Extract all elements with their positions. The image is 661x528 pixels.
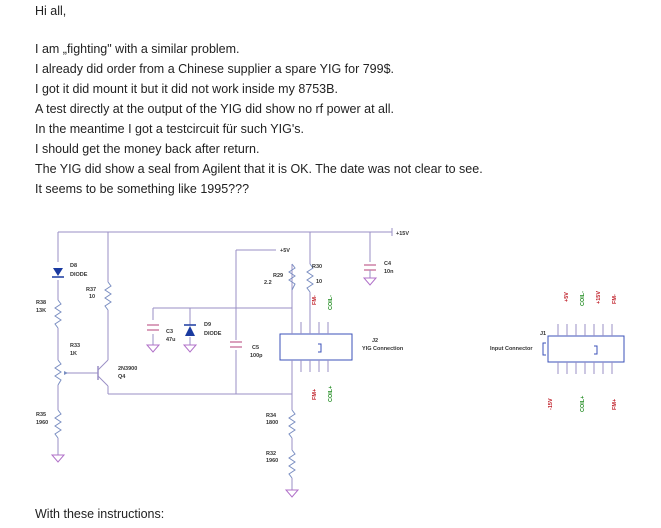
r34-ref: R34 [266, 413, 277, 419]
c4-val: 10n [384, 269, 394, 275]
message-line-6: I should get the money back after return… [35, 142, 260, 156]
plus5v-label: +5V [280, 248, 290, 254]
j1-pin-fm-plus: FM+ [612, 399, 618, 410]
resistor-r32 [288, 449, 296, 479]
j2-pin-fm-minus: FM- [312, 295, 318, 305]
ground-c4 [362, 277, 378, 286]
resistor-r37 [104, 281, 112, 311]
resistor-r38 [54, 299, 62, 329]
message-line-7: The YIG did show a seal from Agilent tha… [35, 162, 483, 176]
message-line-1: I am „fighting" with a similar problem. [35, 42, 240, 56]
j2-pin-fm-plus: FM+ [312, 389, 318, 400]
capacitor-c4 [364, 264, 376, 271]
r35-ref: R35 [36, 412, 46, 418]
d8-name: DIODE [70, 272, 88, 278]
d8-ref: D8 [70, 263, 77, 269]
r32-ref: R32 [266, 451, 276, 457]
r30-ref: R30 [312, 264, 322, 270]
d9-ref: D9 [204, 322, 211, 328]
ground-d9 [182, 344, 198, 353]
ground-r32 [284, 489, 300, 498]
j2-pin-coil-plus: COIL+ [328, 386, 334, 402]
r29-val: 2.2 [264, 280, 272, 286]
c5-ref: C5 [252, 345, 259, 351]
capacitor-c3 [147, 324, 159, 331]
input-connector-key [542, 342, 546, 356]
plus15v-label: +15V [396, 231, 409, 237]
yig-connector-body [279, 333, 353, 361]
message-line-2: I already did order from a Chinese suppl… [35, 62, 394, 76]
wires [57, 231, 392, 490]
greeting-text: Hi all, [35, 4, 67, 18]
d9-name: DIODE [204, 331, 222, 337]
message-line-3: I got it did mount it but it did not wor… [35, 82, 338, 96]
message-line-5: In the meantime I got a testcircuit für … [35, 122, 304, 136]
ground-r35 [50, 454, 66, 463]
j1-pin-plus5v: +5V [564, 292, 570, 302]
capacitor-c5 [230, 341, 242, 348]
j2-ref: J2 [372, 338, 378, 344]
resistor-r33 [54, 359, 62, 386]
r33-ref: R33 [70, 343, 80, 349]
diode-d9 [184, 324, 196, 336]
r29-ref: R29 [273, 273, 283, 279]
message-line-4: A test directly at the output of the YIG… [35, 102, 394, 116]
j1-pin-minus15v: -15V [548, 398, 554, 410]
c3-val: 47u [166, 337, 175, 343]
c4-ref: C4 [384, 261, 392, 267]
closing-text: With these instructions: [35, 507, 165, 521]
j2-name: YIG Connection [362, 346, 404, 352]
r34-val: 1800 [266, 420, 278, 426]
resistor-r30 [306, 263, 314, 293]
j1-pin-coil-minus: COIL- [580, 291, 586, 306]
transistor-q4 [97, 359, 109, 387]
c5-val: 100p [250, 353, 263, 359]
pot-wiper-arrow [64, 371, 68, 375]
ground-c3 [145, 344, 161, 353]
r38-val: 13K [36, 308, 46, 314]
diode-d8 [52, 268, 64, 278]
j1-pin-fm-minus: FM- [612, 294, 618, 304]
q4-name: Q4 [118, 374, 126, 380]
r30-val: 10 [316, 279, 322, 285]
r33-val: 1K [70, 351, 77, 357]
c3-ref: C3 [166, 329, 173, 335]
input-connector-body [547, 335, 625, 363]
yig-connector-tab [318, 343, 322, 353]
j2-pin-coil-minus: COIL- [328, 295, 334, 310]
q4-ref: 2N3900 [118, 366, 137, 372]
message-line-8: It seems to be something like 1995??? [35, 182, 250, 196]
resistor-r29 [288, 263, 296, 291]
j1-pin-plus15v: +15V [596, 291, 602, 304]
r35-val: 1960 [36, 420, 48, 426]
r37-ref: R37 [86, 287, 96, 293]
j1-ref: J1 [540, 331, 546, 337]
j1-pin-coil-plus: COIL+ [580, 396, 586, 412]
r38-ref: R38 [36, 300, 46, 306]
j1-name: Input Connector [490, 346, 533, 352]
r37-val: 10 [89, 294, 95, 300]
r32-val: 1960 [266, 458, 278, 464]
input-connector-tab [594, 345, 598, 355]
resistor-r34 [288, 409, 296, 439]
resistor-r35 [54, 409, 62, 439]
